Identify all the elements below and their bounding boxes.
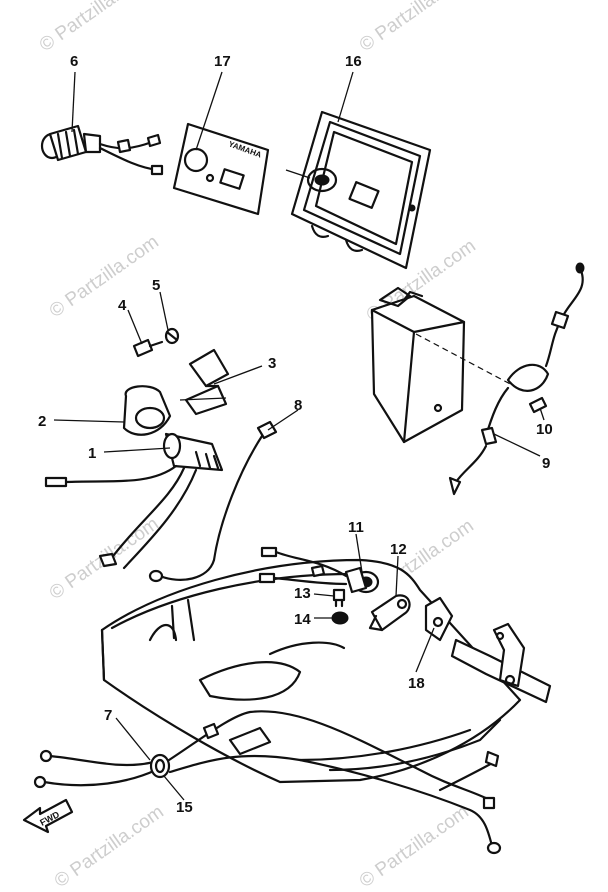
part-15-grommet[interactable] [149, 753, 171, 779]
bottom-cowling[interactable] [100, 558, 522, 784]
watermark: © Partzilla.com [36, 0, 153, 56]
callout-9: 9 [542, 455, 550, 472]
callout-labels: 1 2 3 4 5 6 7 8 9 10 11 12 13 14 15 16 1… [38, 53, 553, 816]
callout-1: 1 [88, 445, 96, 462]
part-8-wire-lead[interactable] [148, 420, 278, 583]
part-12-clip[interactable] [368, 594, 411, 632]
part-3-bracket[interactable] [184, 348, 230, 416]
callout-5: 5 [152, 277, 160, 294]
callout-11: 11 [348, 519, 364, 536]
callout-12: 12 [390, 541, 407, 558]
part-16-switch-panel[interactable] [285, 110, 432, 270]
part-7-harness[interactable] [33, 710, 502, 855]
callout-8: 8 [294, 397, 302, 414]
callout-3: 3 [268, 355, 276, 372]
watermark: © Partzilla.com [356, 0, 473, 56]
callout-17: 17 [214, 53, 231, 70]
part-1-relay[interactable] [44, 432, 224, 570]
callout-18: 18 [408, 675, 425, 692]
fwd-arrow: FWD [22, 798, 74, 834]
callout-10: 10 [536, 421, 553, 438]
callout-15: 15 [176, 799, 193, 816]
part-18-linkage[interactable] [424, 596, 552, 704]
part-6-main-switch[interactable] [40, 124, 164, 176]
part-2-relay-holder[interactable] [122, 385, 172, 436]
callout-4: 4 [118, 297, 127, 314]
callout-14: 14 [294, 611, 311, 628]
part-14-washer[interactable] [331, 611, 349, 625]
fuse-box[interactable] [370, 286, 515, 444]
part-4-bolt[interactable] [132, 338, 164, 358]
leader-lines [53, 71, 545, 801]
callout-13: 13 [294, 585, 311, 602]
callout-7: 7 [104, 707, 112, 724]
part-17-face-plate[interactable]: YAMAHA [172, 122, 270, 216]
watermark: © Partzilla.com [356, 801, 473, 892]
callout-6: 6 [70, 53, 78, 70]
callout-16: 16 [345, 53, 362, 70]
watermark: © Partzilla.com [46, 231, 163, 322]
callout-2: 2 [38, 413, 46, 430]
part-11-switch[interactable] [258, 546, 380, 594]
part-5-washer[interactable] [164, 327, 180, 345]
part-13-bolt[interactable] [332, 588, 346, 608]
part-10-fuse[interactable] [528, 396, 548, 414]
part-9-fuse-holder[interactable] [448, 262, 585, 496]
